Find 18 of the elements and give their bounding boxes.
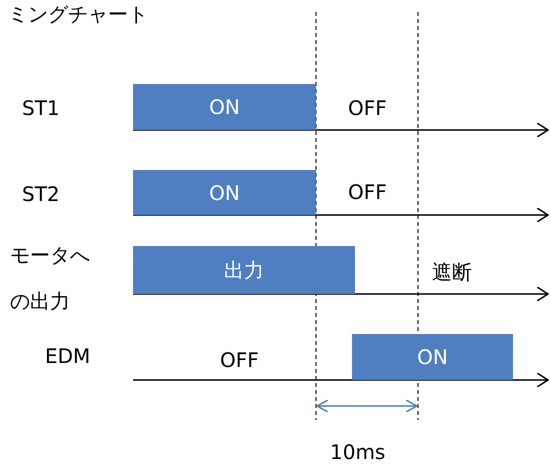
state-label: ON: [209, 180, 240, 204]
state-label: 遮断: [432, 260, 472, 284]
signal-bar: [352, 334, 513, 380]
title: ミングチャート: [8, 2, 148, 26]
signal-bar: [133, 84, 316, 130]
signal-bar: [133, 170, 316, 215]
dimension-label: 10ms: [330, 440, 386, 464]
signal-name: EDM: [45, 344, 90, 368]
state-label: 出力: [224, 256, 264, 284]
signal-name: ST2: [22, 182, 60, 206]
state-label: ON: [209, 95, 240, 119]
signal-name: モータへの出力: [10, 242, 91, 315]
signal-name: ST1: [22, 96, 60, 120]
state-label: ON: [417, 345, 448, 369]
signal-bar: [133, 246, 355, 294]
state-label: OFF: [348, 180, 387, 204]
state-label: OFF: [348, 96, 387, 120]
state-label: OFF: [220, 348, 259, 372]
